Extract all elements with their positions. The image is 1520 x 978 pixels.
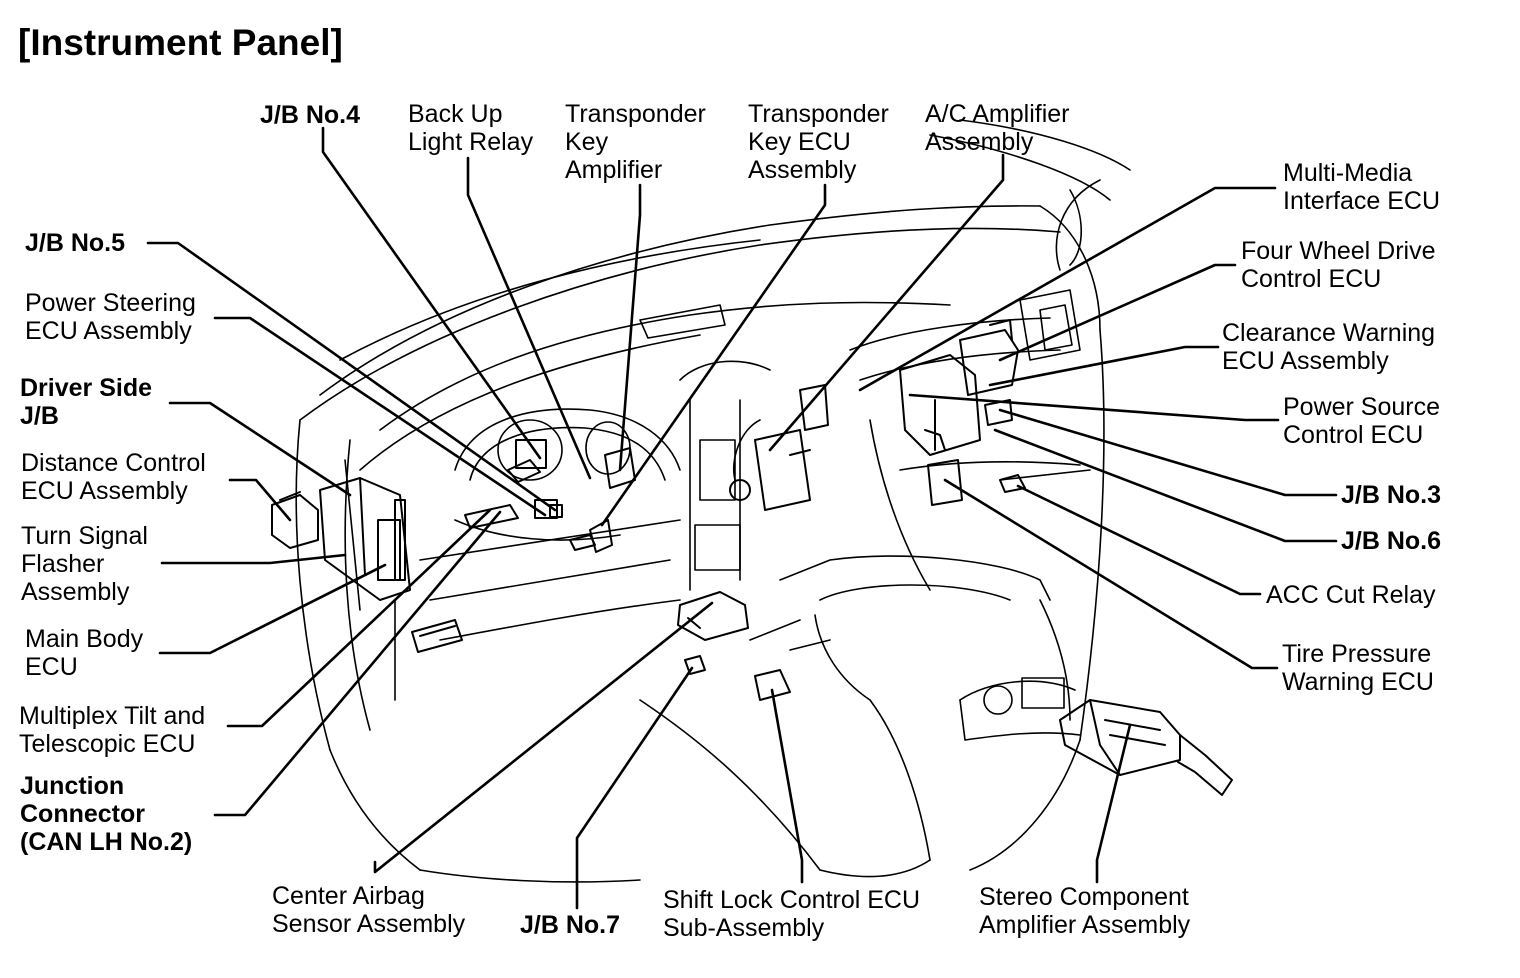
label-transponder-key-ecu: Transponder Key ECU Assembly [748,100,889,184]
label-center-airbag-sensor: Center Airbag Sensor Assembly [272,882,466,938]
label-stereo-component-amplifier: Stereo Component Amplifier Assembly [979,883,1191,939]
label-power-source-control-ecu: Power Source Control ECU [1283,393,1441,449]
label-power-steering-ecu: Power Steering ECU Assembly [25,289,196,345]
label-ac-amplifier: A/C Amplifier Assembly [925,100,1070,156]
label-tire-pressure-warning-ecu: Tire Pressure Warning ECU [1282,640,1434,696]
label-main-body-ecu: Main Body ECU [25,625,144,681]
label-jb-no6: J/B No.6 [1341,527,1442,555]
label-distance-control-ecu: Distance Control ECU Assembly [21,449,206,505]
label-back-up-light-relay: Back Up Light Relay [408,100,534,156]
label-jb-no3: J/B No.3 [1341,481,1442,509]
label-clearance-warning-ecu: Clearance Warning ECU Assembly [1222,319,1436,375]
dashboard-outline [295,119,1131,883]
page-title: [Instrument Panel] [18,22,343,63]
label-transponder-key-amplifier: Transponder Key Amplifier [565,100,706,184]
label-junction-connector: Junction Connector (CAN LH No.2) [20,772,193,856]
leader-lines [146,126,1338,910]
label-jb-no7: J/B No.7 [520,911,621,939]
label-multi-media-interface-ecu: Multi-Media Interface ECU [1283,159,1441,215]
label-multiplex-tilt-ecu: Multiplex Tilt and Telescopic ECU [19,702,206,758]
label-turn-signal-flasher: Turn Signal Flasher Assembly [21,522,148,606]
label-shift-lock-control-ecu: Shift Lock Control ECU Sub-Assembly [663,886,921,942]
label-four-wheel-drive-ecu: Four Wheel Drive Control ECU [1241,237,1436,293]
label-jb-no5: J/B No.5 [25,229,126,257]
label-jb-no4: J/B No.4 [260,101,361,129]
component-sketches [271,319,1233,796]
label-driver-side-jb: Driver Side J/B [20,374,153,430]
label-acc-cut-relay: ACC Cut Relay [1266,581,1436,609]
